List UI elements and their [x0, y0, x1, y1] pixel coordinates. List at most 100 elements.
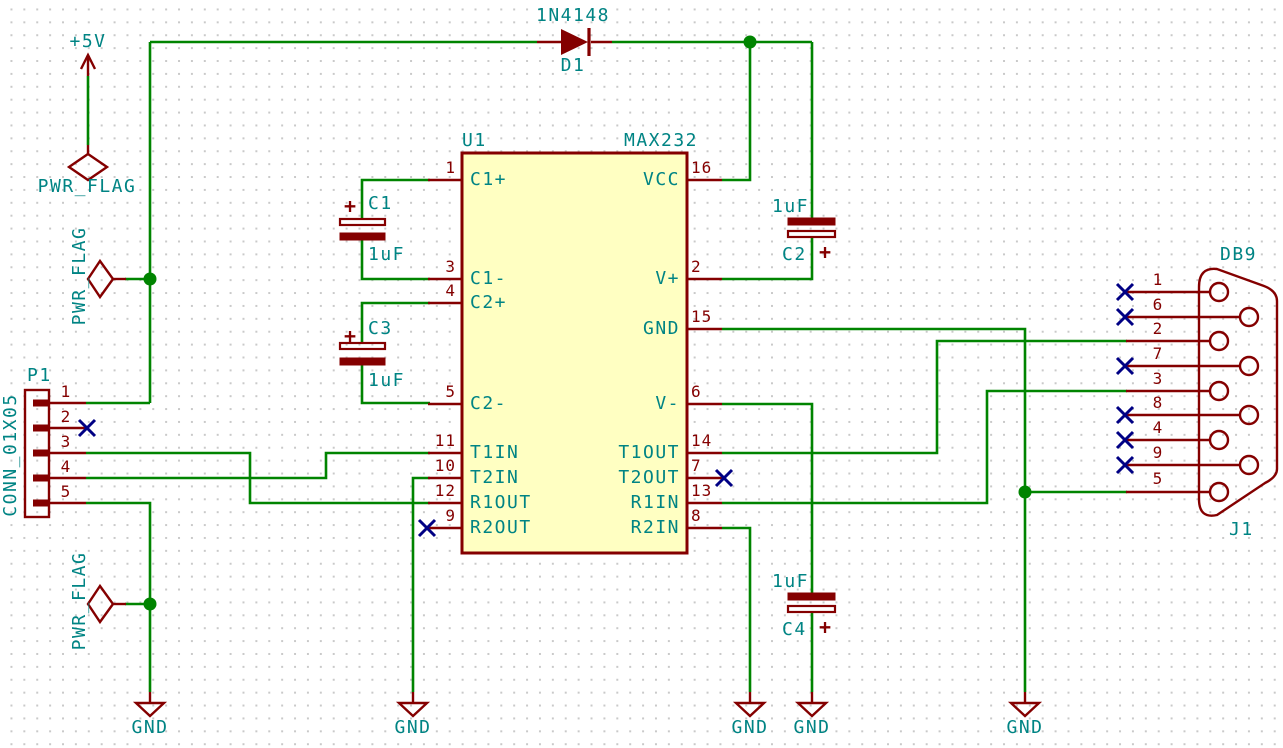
- pin-number: 7: [1152, 344, 1164, 363]
- cap-value[interactable]: 1uF: [368, 244, 406, 265]
- gnd-label[interactable]: GND: [731, 717, 769, 738]
- wire[interactable]: [722, 327, 1027, 692]
- cap-value[interactable]: 1uF: [772, 196, 810, 217]
- cap-ref[interactable]: C4: [782, 619, 807, 640]
- pin-name: T2OUT: [618, 467, 680, 488]
- pin-name: C2+: [470, 292, 508, 313]
- pin-number: 12: [434, 481, 456, 500]
- pwr-flag-label[interactable]: PWR_FLAG: [69, 226, 90, 326]
- junction-dot[interactable]: [1018, 485, 1032, 499]
- connector-p1-symbol[interactable]: [23, 388, 86, 519]
- no-connect-x[interactable]: [1115, 282, 1135, 302]
- wire[interactable]: [360, 365, 430, 405]
- wire[interactable]: [722, 402, 814, 594]
- connector-ref[interactable]: P1: [27, 365, 52, 386]
- wire[interactable]: [722, 389, 1127, 505]
- pin-number: 8: [691, 506, 702, 525]
- power-symbols: [66, 52, 1043, 718]
- pin-name: T2IN: [470, 467, 520, 488]
- connector-db9-symbol[interactable]: [1126, 267, 1279, 517]
- wire[interactable]: [722, 526, 752, 692]
- junction-dot[interactable]: [143, 597, 157, 611]
- connector-value[interactable]: CONN_01X05: [0, 393, 21, 517]
- no-connect-x[interactable]: [1115, 356, 1135, 376]
- gnd-label[interactable]: GND: [1006, 717, 1044, 738]
- pin-number: 16: [691, 158, 713, 177]
- ic-value[interactable]: MAX232: [624, 130, 699, 151]
- gnd-symbol[interactable]: [732, 692, 768, 718]
- pin-number: 5: [445, 382, 456, 401]
- gnd-label[interactable]: GND: [793, 717, 831, 738]
- ic-ref[interactable]: U1: [462, 130, 487, 151]
- wire[interactable]: [360, 301, 430, 344]
- pin-name: VCC: [642, 169, 680, 190]
- no-connect-x[interactable]: [1115, 430, 1135, 450]
- cap-polarity: +: [818, 615, 832, 639]
- pin-number: 9: [445, 506, 456, 525]
- pin-name: T1OUT: [618, 442, 680, 463]
- pin-number: 3: [1152, 369, 1164, 388]
- pin-number: 5: [1152, 469, 1164, 488]
- wire[interactable]: [86, 451, 430, 480]
- ic-u1-symbol[interactable]: [428, 151, 722, 555]
- cap-polarity: +: [818, 240, 832, 264]
- pin-name: R1OUT: [470, 492, 532, 513]
- wire[interactable]: [411, 476, 430, 692]
- wires: [86, 40, 1127, 692]
- wire[interactable]: [360, 239, 430, 281]
- capacitor-c1-symbol[interactable]: [338, 217, 387, 241]
- pwr-flag-symbol[interactable]: [86, 258, 126, 300]
- cap-ref[interactable]: C3: [368, 318, 393, 339]
- cap-ref[interactable]: C2: [782, 244, 807, 265]
- wire[interactable]: [86, 501, 152, 692]
- pin-name: V+: [655, 268, 680, 289]
- pin-number: 4: [1152, 418, 1164, 437]
- gnd-label[interactable]: GND: [131, 717, 169, 738]
- capacitor-c4-symbol[interactable]: [786, 592, 837, 614]
- plus5v-symbol[interactable]: [79, 52, 97, 76]
- gnd-symbol[interactable]: [132, 692, 168, 718]
- diode-d1-symbol[interactable]: [537, 28, 612, 56]
- gnd-symbol[interactable]: [794, 692, 830, 718]
- pin-number: 11: [434, 431, 456, 450]
- pin-name: C2-: [470, 393, 508, 414]
- pin-number: 15: [691, 307, 713, 326]
- no-connect-x[interactable]: [1115, 405, 1135, 425]
- diode-value[interactable]: 1N4148: [535, 5, 611, 26]
- pwr-flag-label[interactable]: PWR_FLAG: [69, 551, 90, 651]
- cap-value[interactable]: 1uF: [368, 370, 406, 391]
- pwr-flag-symbol[interactable]: [66, 145, 110, 182]
- cap-ref[interactable]: C1: [368, 193, 393, 214]
- pwr-flag-symbol[interactable]: [86, 583, 126, 625]
- junctions: [143, 35, 1032, 611]
- power-label-5v[interactable]: +5V: [69, 31, 107, 52]
- capacitor-c3-symbol[interactable]: [338, 341, 387, 366]
- junction-dot[interactable]: [743, 35, 757, 49]
- gnd-symbol[interactable]: [395, 692, 431, 718]
- no-connect-x[interactable]: [714, 468, 734, 488]
- wire[interactable]: [722, 237, 814, 281]
- no-connect-x[interactable]: [1115, 455, 1135, 475]
- no-connect-x[interactable]: [1115, 307, 1135, 327]
- pin-number: 1: [1152, 270, 1164, 289]
- junction-dot[interactable]: [143, 272, 157, 286]
- no-connect-x[interactable]: [77, 418, 97, 438]
- pin-name: V-: [655, 393, 680, 414]
- pin-number: 1: [60, 382, 72, 401]
- gnd-symbol[interactable]: [1007, 692, 1043, 718]
- pin-name: R2IN: [630, 517, 680, 538]
- wire[interactable]: [360, 178, 430, 220]
- diode-ref[interactable]: D1: [560, 55, 586, 76]
- capacitor-c2-symbol[interactable]: [786, 217, 837, 239]
- pwr-flag-label[interactable]: PWR_FLAG: [37, 176, 137, 197]
- no-connect-x[interactable]: [417, 518, 437, 538]
- connector-ref[interactable]: J1: [1229, 519, 1254, 540]
- cap-value[interactable]: 1uF: [772, 571, 810, 592]
- connector-value[interactable]: DB9: [1220, 244, 1258, 265]
- gnd-label[interactable]: GND: [394, 717, 432, 738]
- wire[interactable]: [722, 339, 1127, 455]
- wire[interactable]: [722, 42, 752, 182]
- pin-name: C1-: [470, 268, 508, 289]
- pin-number: 1: [445, 158, 456, 177]
